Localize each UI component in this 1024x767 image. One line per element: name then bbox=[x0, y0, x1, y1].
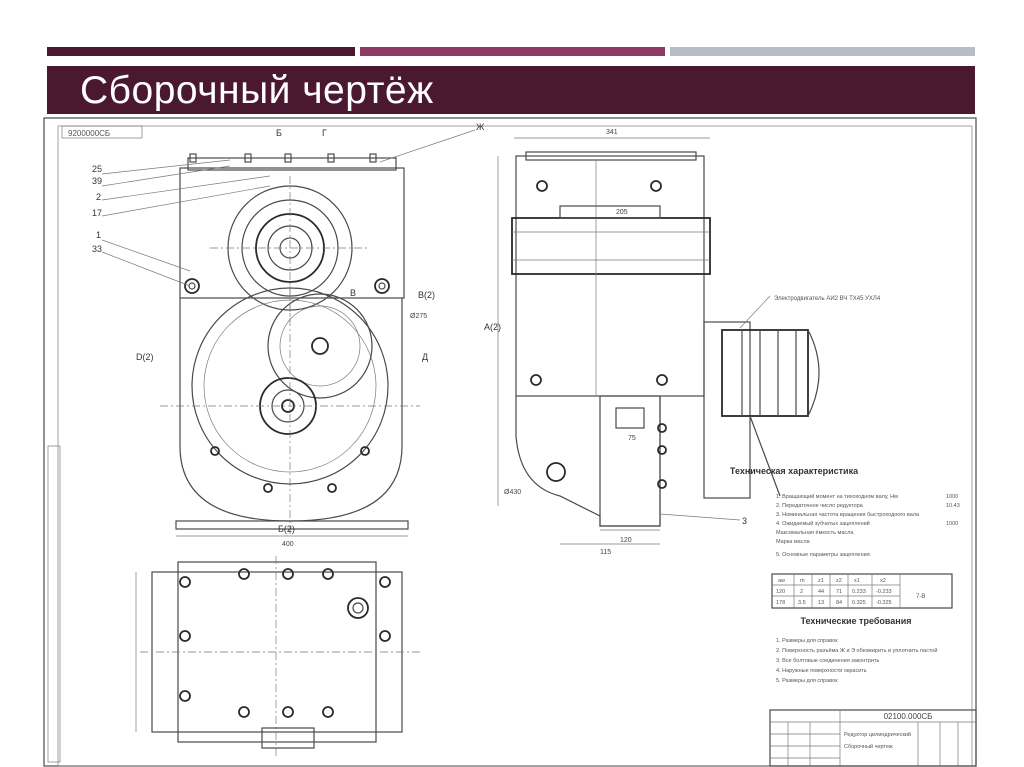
dim-75: 75 bbox=[628, 435, 636, 442]
dim-430: Ø430 bbox=[504, 489, 521, 496]
tech-char-line-5: Максимальная ёмкость масла bbox=[776, 530, 854, 536]
callout-1: 1 bbox=[96, 230, 101, 240]
binding-strip bbox=[47, 445, 61, 763]
section-b: B(2) bbox=[418, 290, 435, 300]
tech-char-line-3: 3. Номинальная частота вращения быстрохо… bbox=[776, 512, 920, 518]
callout-33: 33 bbox=[92, 244, 102, 254]
tech-char-value-3: 1000 bbox=[946, 521, 958, 527]
callout-25: 25 bbox=[92, 164, 102, 174]
motor-note: Электродвигатель АИ2 ВЧ TX45 УХЛ4 bbox=[774, 296, 881, 302]
table-r1-c1: 120 bbox=[776, 589, 785, 595]
table-header-aw: aw bbox=[778, 578, 785, 584]
tech-req-line-4: 4. Наружные поверхности окрасить bbox=[776, 668, 867, 674]
table-r1-c6: -0.233 bbox=[876, 589, 892, 595]
section-d: D(2) bbox=[136, 352, 154, 362]
tech-char-line-6: Марка масла bbox=[776, 539, 811, 545]
callout-g: Г bbox=[322, 128, 327, 138]
table-header-x2: x2 bbox=[880, 578, 886, 584]
title-band bbox=[47, 66, 975, 114]
table-header-z1: z1 bbox=[818, 578, 824, 584]
tech-characteristics: Техническая характеристика 1. Вращающий … bbox=[730, 466, 960, 609]
section-b-bottom: Б(2) bbox=[278, 524, 295, 534]
table-r2-c1: 178 bbox=[776, 600, 785, 606]
callout-b: Б bbox=[276, 128, 282, 138]
tech-char-line-7: 5. Основные параметры зацепления bbox=[776, 552, 870, 558]
tech-char-line-2: 2. Передаточное число редуктора bbox=[776, 503, 864, 509]
table-r1-c3: 44 bbox=[818, 589, 824, 595]
callout-3: 3 bbox=[742, 516, 747, 526]
front-view: 400 Ø275 D(2) B(2) Б(2) bbox=[101, 129, 476, 548]
dim-205: 205 bbox=[616, 209, 628, 216]
table-r2-c3: 13 bbox=[818, 600, 824, 606]
title-block-name-1: Редуктор цилиндрический bbox=[844, 731, 911, 738]
table-note: 7-В bbox=[916, 594, 925, 600]
dim-top-width: 341 bbox=[606, 129, 618, 136]
dim-120: 120 bbox=[620, 537, 632, 544]
callout-17: 17 bbox=[92, 208, 102, 218]
decorative-bar-magenta bbox=[360, 47, 665, 56]
tech-char-heading: Техническая характеристика bbox=[730, 466, 859, 476]
table-header-z2: z2 bbox=[836, 578, 842, 584]
table-r2-c2: 3.5 bbox=[798, 600, 806, 606]
tech-char-value-1: 1000 bbox=[946, 494, 958, 500]
decorative-bar-gray bbox=[670, 47, 975, 56]
table-r1-c5: 0.233 bbox=[852, 589, 866, 595]
callout-d: Д bbox=[422, 352, 428, 362]
stamp-code: 9200000СБ bbox=[68, 129, 110, 138]
side-view: 341 205 120 75 115 Ø430 A(2) bbox=[484, 129, 881, 556]
table-r2-c6: -0.325 bbox=[876, 600, 892, 606]
table-r2-c5: 0.325 bbox=[852, 600, 866, 606]
dim-275: Ø275 bbox=[410, 313, 427, 320]
tech-req-line-5: 5. Размеры для справок bbox=[776, 678, 838, 684]
section-a: A(2) bbox=[484, 322, 501, 332]
assembly-drawing: 9200000СБ bbox=[43, 117, 977, 767]
tech-req-line-2: 2. Поверхность разъёма Ж и Э обезжирить … bbox=[776, 647, 937, 654]
callout-zh: Ж bbox=[476, 122, 485, 132]
title-block-code: 02100.000СБ bbox=[884, 712, 933, 721]
table-r1-c2: 2 bbox=[800, 589, 803, 595]
tech-char-line-4: 4. Ожидаемый зубчатых зацеплений bbox=[776, 520, 870, 527]
table-header-m: m bbox=[800, 578, 805, 584]
tech-char-line-1: 1. Вращающий момент на тихоходном валу, … bbox=[776, 493, 898, 500]
tech-requirements: Технические требования 1. Размеры для сп… bbox=[776, 616, 937, 684]
table-r2-c4: 84 bbox=[836, 600, 842, 606]
stamp-box bbox=[61, 125, 143, 139]
title-block: 02100.000СБ Редуктор цилиндрический Сбор… bbox=[769, 709, 977, 767]
table-header-x1: x1 bbox=[854, 578, 860, 584]
tech-req-line-1: 1. Размеры для справок bbox=[776, 638, 838, 644]
title-block-name-2: Сборочный чертеж bbox=[844, 743, 893, 750]
dim-bottom-width: 400 bbox=[282, 541, 294, 548]
top-view bbox=[135, 556, 420, 756]
tech-req-heading: Технические требования bbox=[800, 616, 911, 626]
tech-req-line-3: 3. Все болтовые соединения законтрить bbox=[776, 658, 880, 664]
callout-39: 39 bbox=[92, 176, 102, 186]
callout-v: В bbox=[350, 288, 356, 298]
tech-char-value-2: 10.43 bbox=[946, 503, 960, 509]
table-r1-c4: 71 bbox=[836, 589, 842, 595]
slide-title: Сборочный чертёж bbox=[80, 69, 434, 112]
dim-tail: 115 bbox=[600, 549, 611, 556]
decorative-bar-dark bbox=[47, 47, 355, 56]
callout-2: 2 bbox=[96, 192, 101, 202]
